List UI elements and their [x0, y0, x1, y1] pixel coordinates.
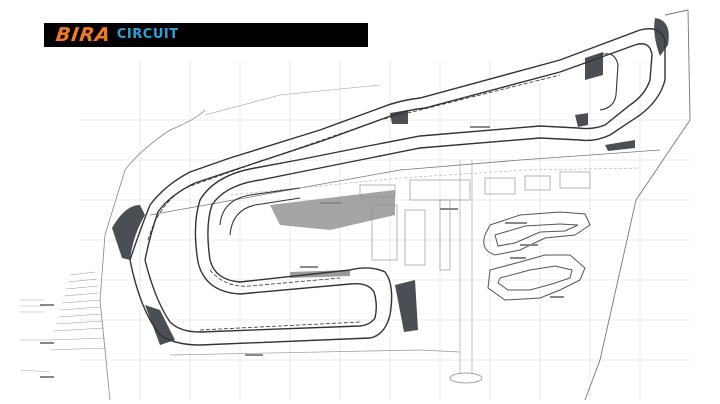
club-circuit — [483, 211, 591, 301]
site-grid — [80, 60, 690, 400]
grandstand-area — [270, 190, 395, 230]
track-boundary-north — [204, 84, 381, 116]
inner-loop — [219, 53, 619, 236]
map-annotations — [40, 126, 564, 378]
access-road — [459, 160, 473, 380]
main-circuit — [129, 28, 666, 346]
parking-area — [49, 271, 107, 351]
runoff-zones — [112, 18, 669, 345]
site-boundary-west — [99, 109, 206, 401]
site-boundary — [584, 9, 691, 401]
logo-word-text: CIRCUIT — [116, 27, 179, 42]
south-road — [169, 349, 461, 356]
roundabout — [449, 372, 483, 384]
service-road-inner — [229, 167, 641, 196]
track-kerbs — [147, 74, 561, 331]
parking-area-small — [19, 299, 51, 373]
logo-banner: BIRA CIRCUIT — [44, 23, 368, 47]
